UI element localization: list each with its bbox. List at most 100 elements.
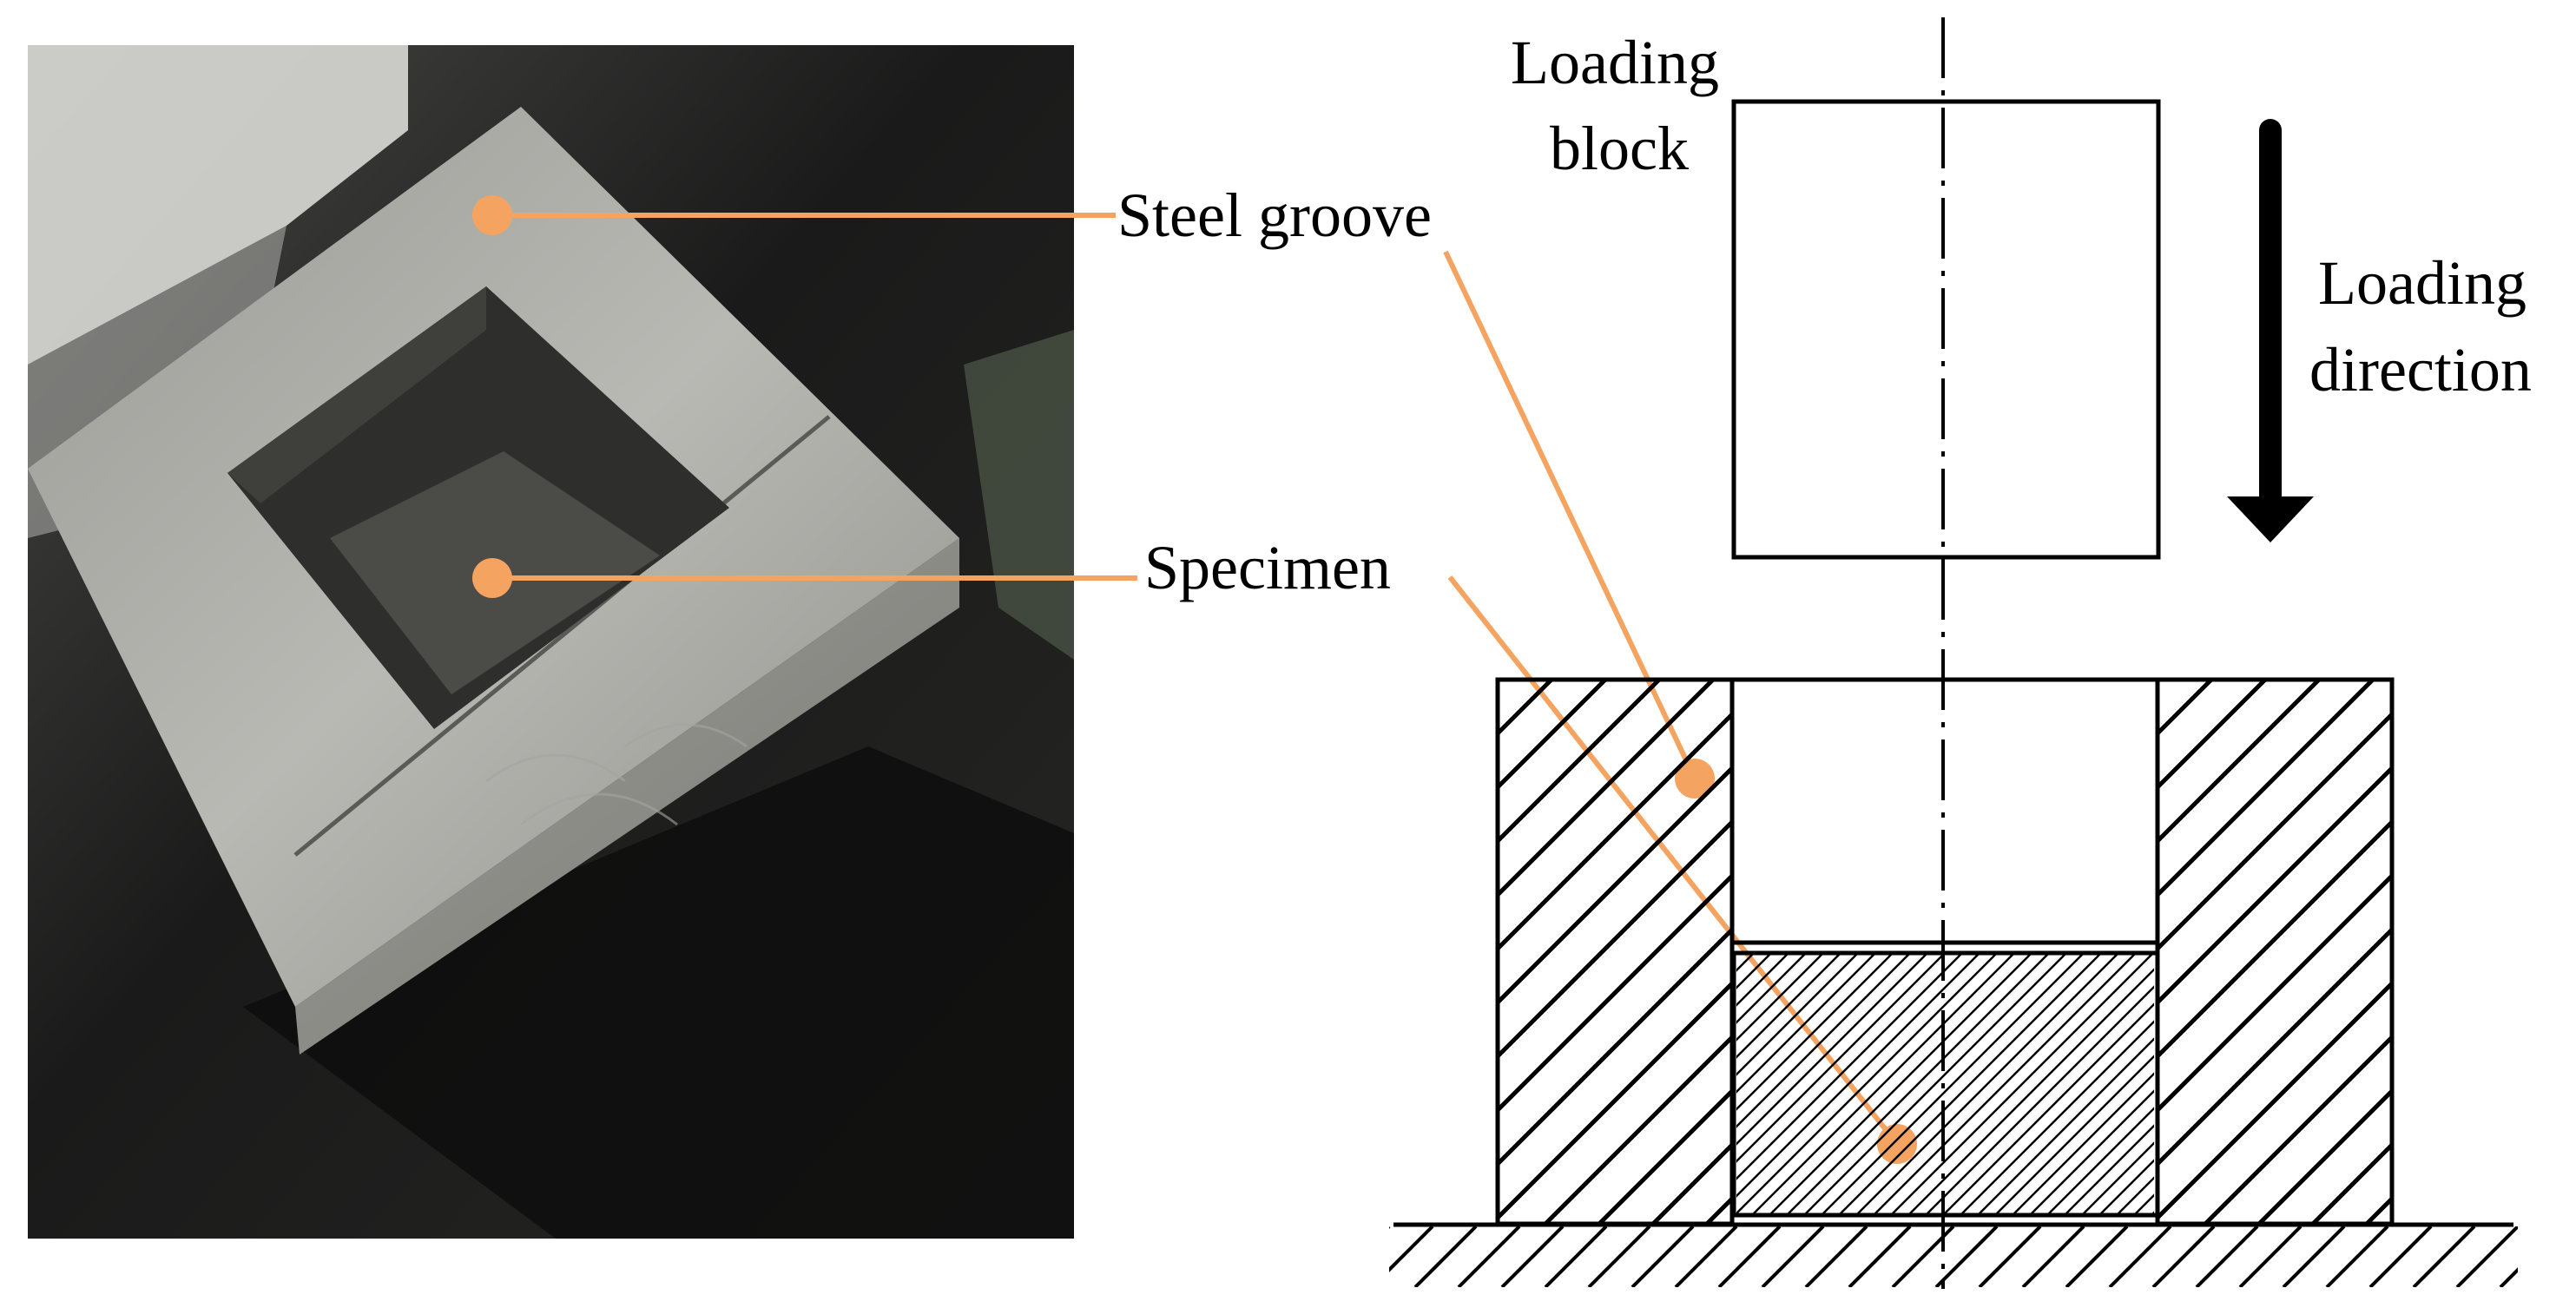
hatch-line [1544,1034,1732,1224]
hatch-line [1736,953,1859,1076]
hatch-line [1892,953,2154,1213]
steel-groove-side-face [295,538,959,1055]
hatch-line [2365,1195,2392,1224]
label-steel-groove: Steel groove [1117,181,1432,250]
hatch-line [1944,1002,2154,1213]
hatch-line [1934,1226,1999,1287]
hatch-line [1498,872,1732,1114]
hatch-line [2368,1226,2433,1287]
hatch-line [1788,953,2050,1213]
hatch-line [2191,680,2576,1224]
hatch-line [2152,1211,2154,1213]
hatch-line [2021,1226,2085,1287]
hatch-line [2499,1267,2518,1287]
hatch-line [2048,1107,2154,1213]
hatch-line [1498,680,1553,737]
hatch-line [1736,953,1963,1180]
hatch-line [1753,953,2015,1213]
hatch-line [1736,953,1737,955]
label-loading-direction-line1: Loading [2318,248,2527,318]
hatch-line [1598,1088,1732,1224]
hatch-line [1736,953,1876,1094]
hatch-line [1389,1226,1391,1229]
hatch-line [1736,953,1946,1163]
hatch-line [1978,1226,2042,1287]
hatch-line [2108,1226,2172,1287]
hatch-line [1927,985,2154,1213]
hatch-line [2240,953,2500,1213]
hatch-line [2257,953,2518,1213]
hatch-line [1500,1226,1565,1287]
hatch-line [2031,1089,2154,1213]
hatch-line [2396,953,2576,1213]
loading-direction-arrow [2227,119,2314,542]
hatch-line [1805,953,2067,1213]
hatch-line [1389,1226,1434,1272]
hatch-line [2257,1088,2392,1224]
hatch-line [1736,953,1841,1059]
hatch-line [2282,1226,2346,1287]
hatch-line [1979,1037,2154,1213]
hatch-line [1498,818,1732,1060]
hatch-line [2013,1072,2154,1213]
hatch-line [2379,953,2576,1213]
label-specimen: Specimen [1144,533,1391,602]
hatch-line [1736,953,1807,1024]
hatch-line [2083,1141,2154,1213]
hatch-line [1544,1226,1608,1287]
hatch-line [1736,953,1980,1198]
hatch-line [2414,953,2576,1213]
hatch-line [1736,953,1789,1007]
hatch-line [1498,980,1732,1221]
hatch-line [1736,953,1755,972]
hatch-line [1909,968,2154,1213]
label-loading-block-line1: Loading [1511,28,1719,97]
hatch-line [2158,872,2392,1114]
hatch-line [2065,1226,2129,1287]
hatch-line [1874,953,2137,1213]
callout-steel-groove [472,195,1116,235]
hatch-line [2455,1226,2518,1287]
hatch-line [2158,680,2267,791]
hatch-line [2544,1226,2576,1287]
hatch-line [1498,680,1607,791]
leader-steel-groove [1443,250,1715,799]
hatch-line [2325,1226,2389,1287]
hatch-line [2158,980,2392,1221]
hatch-line [2205,953,2466,1213]
hatch-line [1717,1226,1782,1287]
hatch-line [1822,953,2085,1213]
hatch-line [2158,680,2321,845]
hatch-line [2223,953,2483,1213]
hatch-line [1770,953,2032,1213]
hatch-line [1498,711,1732,952]
label-loading-direction-line2: direction [2309,335,2532,404]
hatch-line [1736,953,1894,1111]
hatch-line [1736,953,1928,1146]
hatch-line [2065,1124,2154,1213]
hatch-line [2238,1226,2303,1287]
hatch-line [1736,953,1998,1213]
hatch-line [1857,953,2119,1213]
label-loading-block-line2: block [1550,114,1689,183]
hatch-line [1498,680,1715,898]
hatch-line [2158,680,2375,898]
hatch-line [1498,926,1732,1167]
hatch-line [2528,680,2576,1224]
hatch-line [2474,680,2576,1224]
hatch-line [1996,1055,2154,1213]
hatch-line [2100,1159,2154,1213]
hatch-line [2158,818,2392,1060]
hatch-line [1631,1226,1695,1287]
hatch-line [2204,1034,2392,1224]
hatch-line [1761,1226,1825,1287]
hatch-line [2412,1226,2476,1287]
groove-wall-left [1495,677,2576,1226]
hatch-line [2151,1226,2216,1287]
hatch-line [2138,680,2576,1224]
hatch-line [2344,953,2576,1213]
hatch-line [1840,953,2102,1213]
specimen-photo [28,45,1074,1239]
hatch-line [1457,1226,1521,1287]
hatch-line [2275,953,2535,1213]
